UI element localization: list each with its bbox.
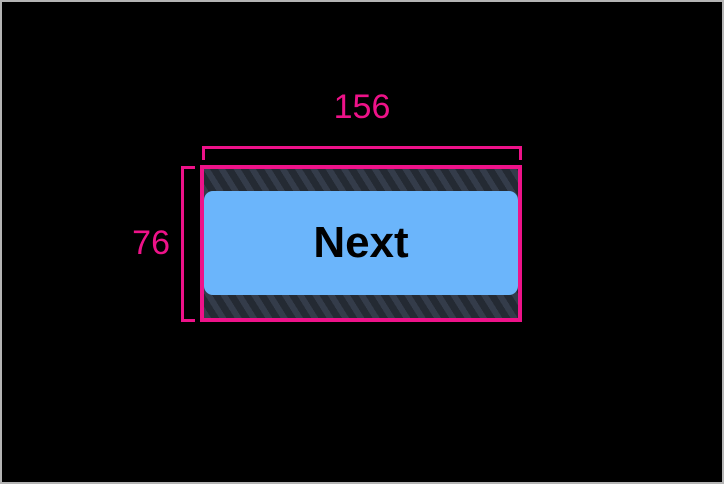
element-bounding-box: Next — [200, 165, 522, 322]
width-dimension-label: 156 — [333, 88, 391, 126]
width-dimension-bracket — [202, 146, 522, 160]
next-button[interactable]: Next — [204, 191, 518, 295]
next-button-label: Next — [313, 218, 409, 267]
height-dimension-bracket — [181, 166, 195, 322]
height-dimension-label: 76 — [132, 224, 170, 262]
